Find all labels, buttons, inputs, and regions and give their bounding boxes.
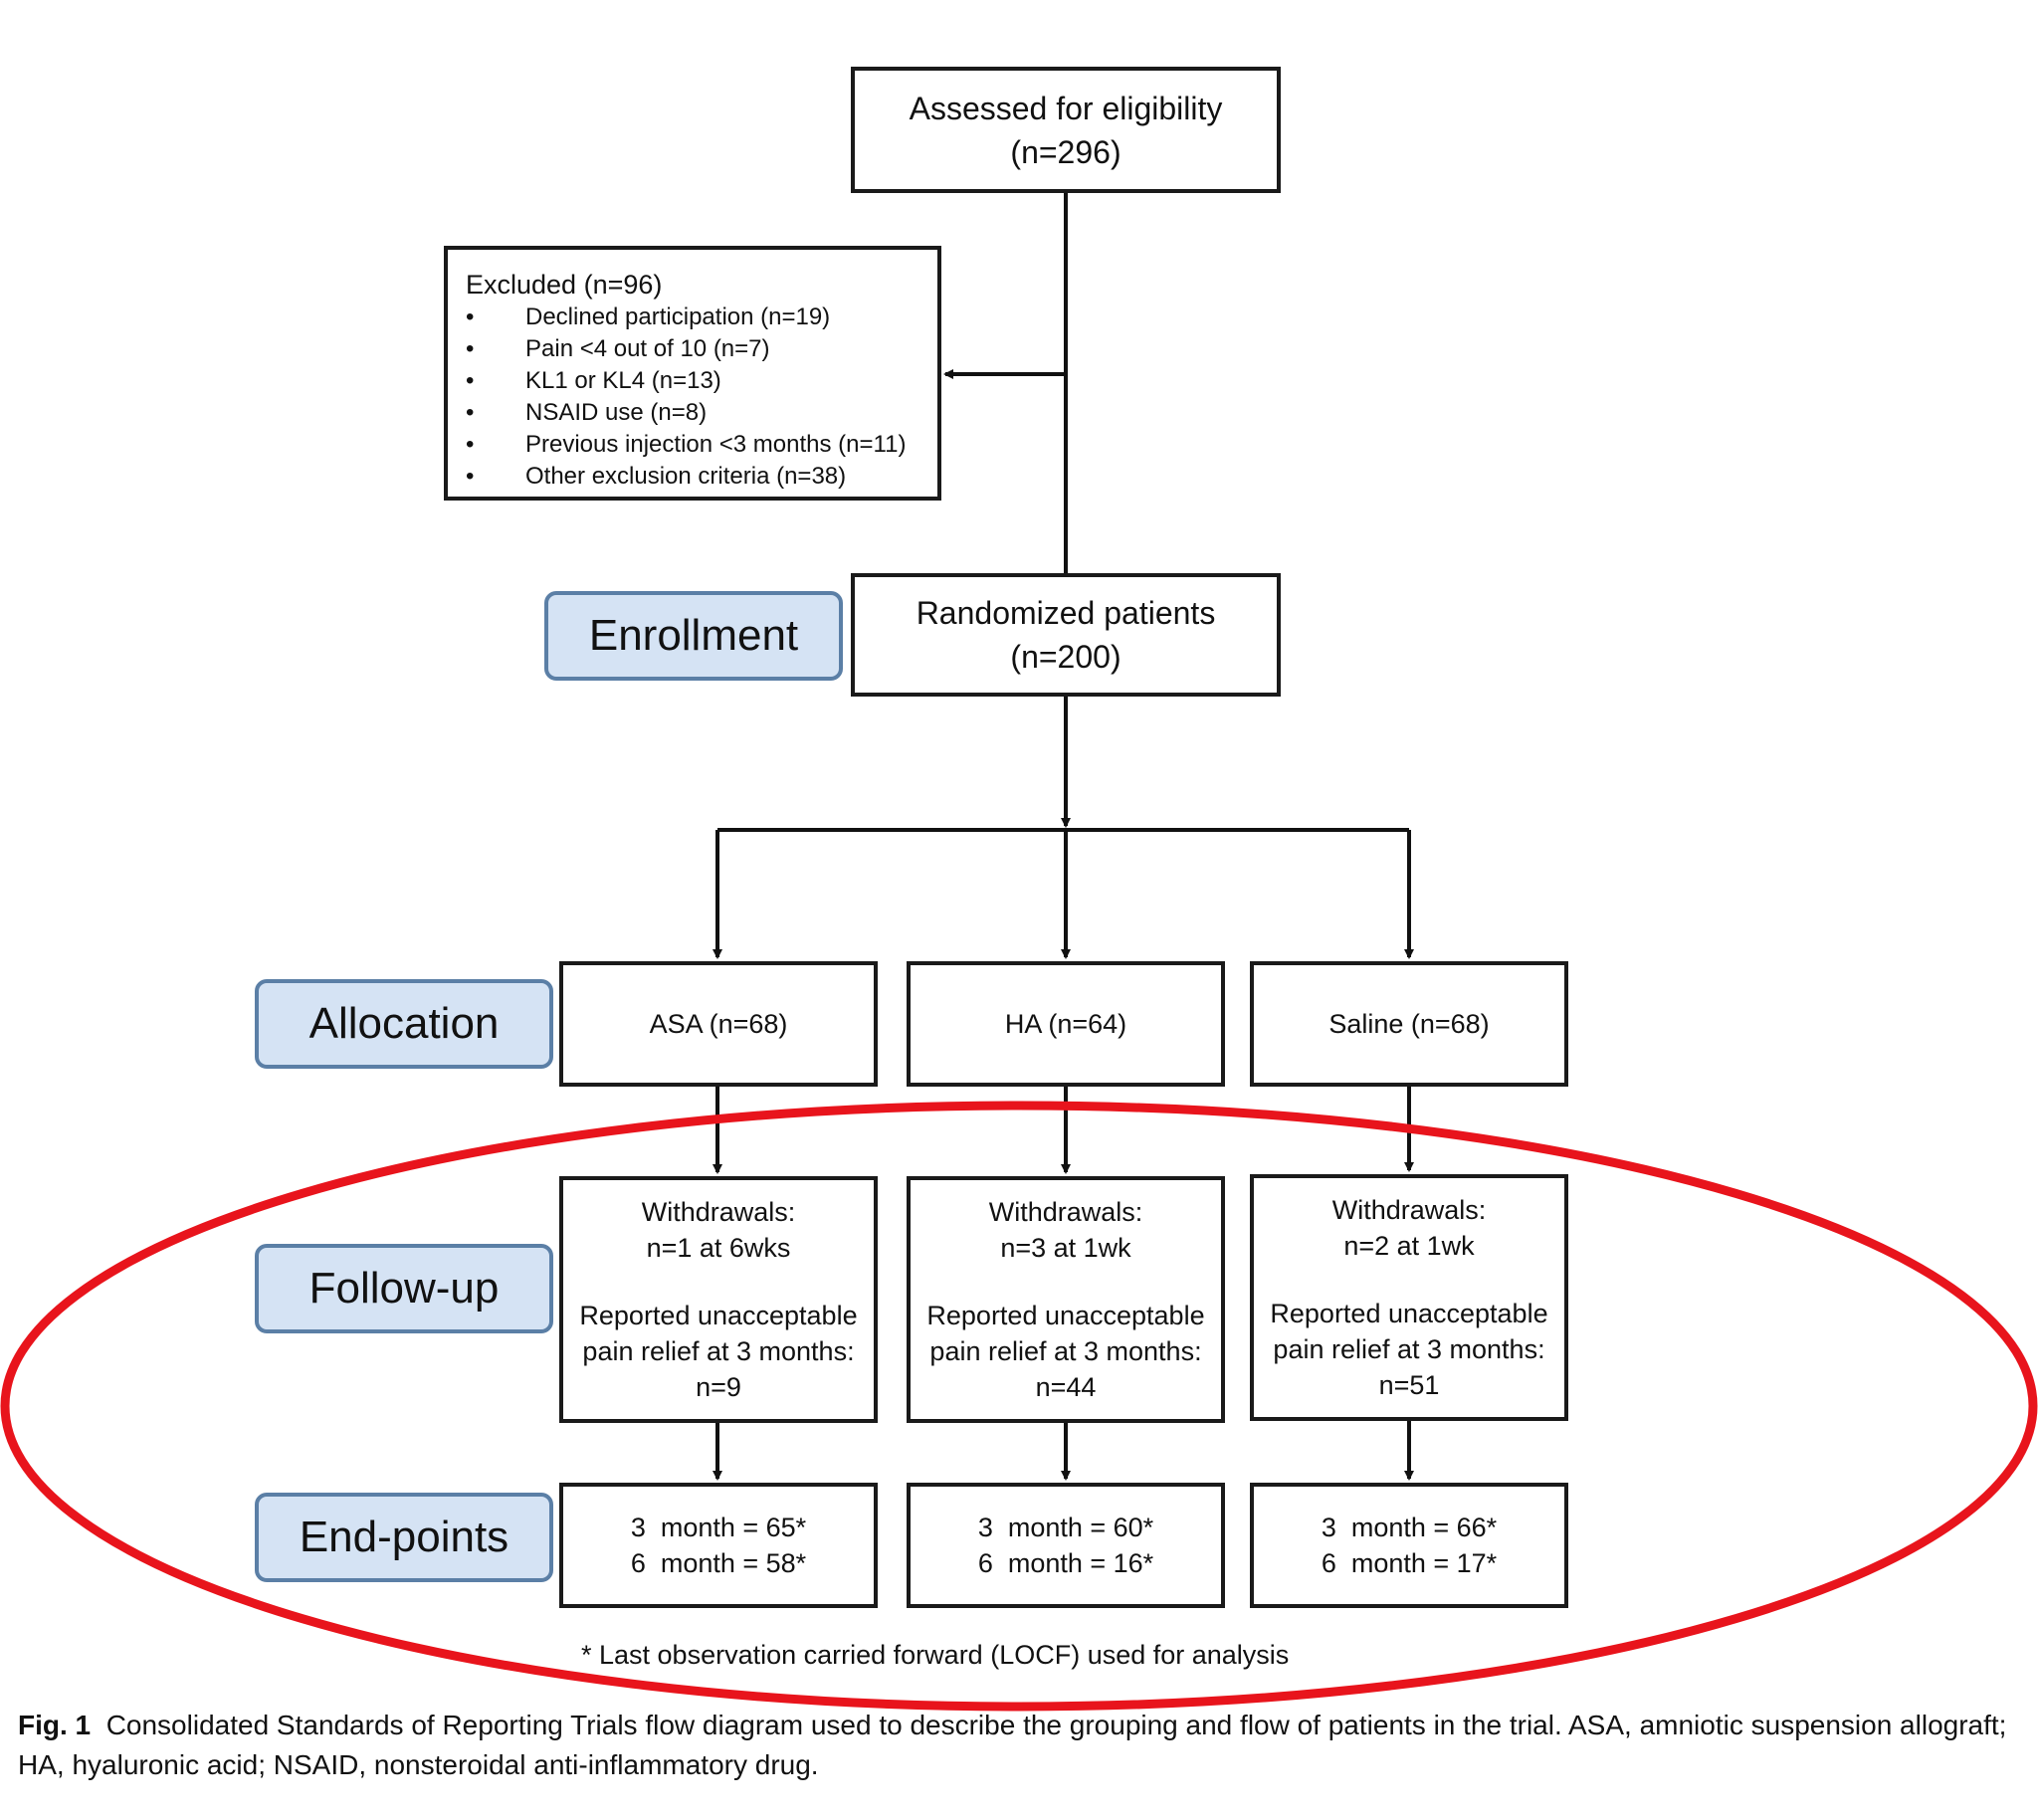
unacceptable-line-1: Reported unacceptable <box>579 1301 858 1330</box>
endpoints-asa-box: 3 month = 65* 6 month = 58* <box>559 1483 878 1608</box>
unacceptable-count: n=51 <box>1378 1370 1440 1400</box>
unacceptable-line-1: Reported unacceptable <box>926 1301 1205 1330</box>
stage-followup: Follow-up <box>255 1244 553 1333</box>
withdrawals-title: Withdrawals: <box>1331 1195 1487 1225</box>
unacceptable-line-2: pain relief at 3 months: <box>1273 1334 1545 1364</box>
withdrawals-count: n=2 at 1wk <box>1343 1231 1475 1261</box>
stage-endpoints: End-points <box>255 1493 553 1582</box>
excluded-item-label: Pain <4 out of 10 (n=7) <box>525 335 770 362</box>
allocation-ha-box: HA (n=64) <box>907 961 1225 1087</box>
endpoints-saline-box: 3 month = 66* 6 month = 17* <box>1250 1483 1568 1608</box>
withdrawals-count: n=3 at 1wk <box>1000 1233 1131 1263</box>
assessed-title: Assessed for eligibility <box>909 90 1223 126</box>
followup-saline-box: Withdrawals: n=2 at 1wk Reported unaccep… <box>1250 1174 1568 1421</box>
allocation-saline-box: Saline (n=68) <box>1250 961 1568 1087</box>
endpoint-3-month: 3 month = 60* <box>977 1513 1154 1542</box>
figure-caption: Fig. 1 Consolidated Standards of Reporti… <box>18 1706 2008 1785</box>
allocation-asa-box: ASA (n=68) <box>559 961 878 1087</box>
excluded-item-label: Declined participation (n=19) <box>525 303 831 330</box>
unacceptable-line-2: pain relief at 3 months: <box>582 1336 855 1366</box>
stage-allocation: Allocation <box>255 979 553 1069</box>
excluded-item-label: Previous injection <3 months (n=11) <box>525 431 907 458</box>
randomized-count: (n=200) <box>1010 639 1121 675</box>
excluded-title: Excluded (n=96) <box>466 270 663 300</box>
caption-text: Consolidated Standards of Reporting Tria… <box>18 1710 2007 1780</box>
bullet: • <box>466 463 475 490</box>
list-item: • Pain <4 out of 10 (n=7) <box>466 333 937 365</box>
excluded-box: Excluded (n=96) • Declined participation … <box>444 246 941 501</box>
bullet: • <box>466 367 475 394</box>
randomized-title: Randomized patients <box>916 595 1216 631</box>
excluded-item-label: KL1 or KL4 (n=13) <box>525 367 721 394</box>
assessed-box: Assessed for eligibility (n=296) <box>851 67 1281 193</box>
assessed-count: (n=296) <box>1010 133 1121 170</box>
unacceptable-line-1: Reported unacceptable <box>1270 1299 1548 1328</box>
endpoint-6-month: 6 month = 58* <box>630 1548 807 1578</box>
list-item: • Declined participation (n=19) <box>466 302 937 333</box>
endpoint-3-month: 3 month = 65* <box>630 1513 807 1542</box>
endpoint-3-month: 3 month = 66* <box>1321 1513 1498 1542</box>
bullet: • <box>466 399 475 426</box>
withdrawals-count: n=1 at 6wks <box>646 1233 791 1263</box>
list-item: • NSAID use (n=8) <box>466 397 937 429</box>
excluded-item-label: Other exclusion criteria (n=38) <box>525 463 847 490</box>
unacceptable-line-2: pain relief at 3 months: <box>929 1336 1202 1366</box>
followup-asa-box: Withdrawals: n=1 at 6wks Reported unacce… <box>559 1176 878 1423</box>
withdrawals-title: Withdrawals: <box>988 1197 1143 1227</box>
locf-footnote: * Last observation carried forward (LOCF… <box>581 1640 1290 1670</box>
unacceptable-count: n=9 <box>696 1372 741 1402</box>
randomized-box: Randomized patients (n=200) <box>851 573 1281 697</box>
caption-label: Fig. 1 <box>18 1710 92 1740</box>
excluded-item-label: NSAID use (n=8) <box>525 399 708 426</box>
endpoint-6-month: 6 month = 16* <box>977 1548 1154 1578</box>
bullet: • <box>466 303 475 330</box>
endpoints-ha-box: 3 month = 60* 6 month = 16* <box>907 1483 1225 1608</box>
withdrawals-title: Withdrawals: <box>641 1197 796 1227</box>
list-item: • Previous injection <3 months (n=11) <box>466 429 937 461</box>
stage-enrollment: Enrollment <box>544 591 843 681</box>
list-item: • Other exclusion criteria (n=38) <box>466 461 937 493</box>
followup-ha-box: Withdrawals: n=3 at 1wk Reported unaccep… <box>907 1176 1225 1423</box>
bullet: • <box>466 335 475 362</box>
endpoint-6-month: 6 month = 17* <box>1321 1548 1498 1578</box>
bullet: • <box>466 431 475 458</box>
unacceptable-count: n=44 <box>1035 1372 1097 1402</box>
list-item: • KL1 or KL4 (n=13) <box>466 365 937 397</box>
excluded-list: • Declined participation (n=19) • Pain <4 … <box>466 302 937 493</box>
